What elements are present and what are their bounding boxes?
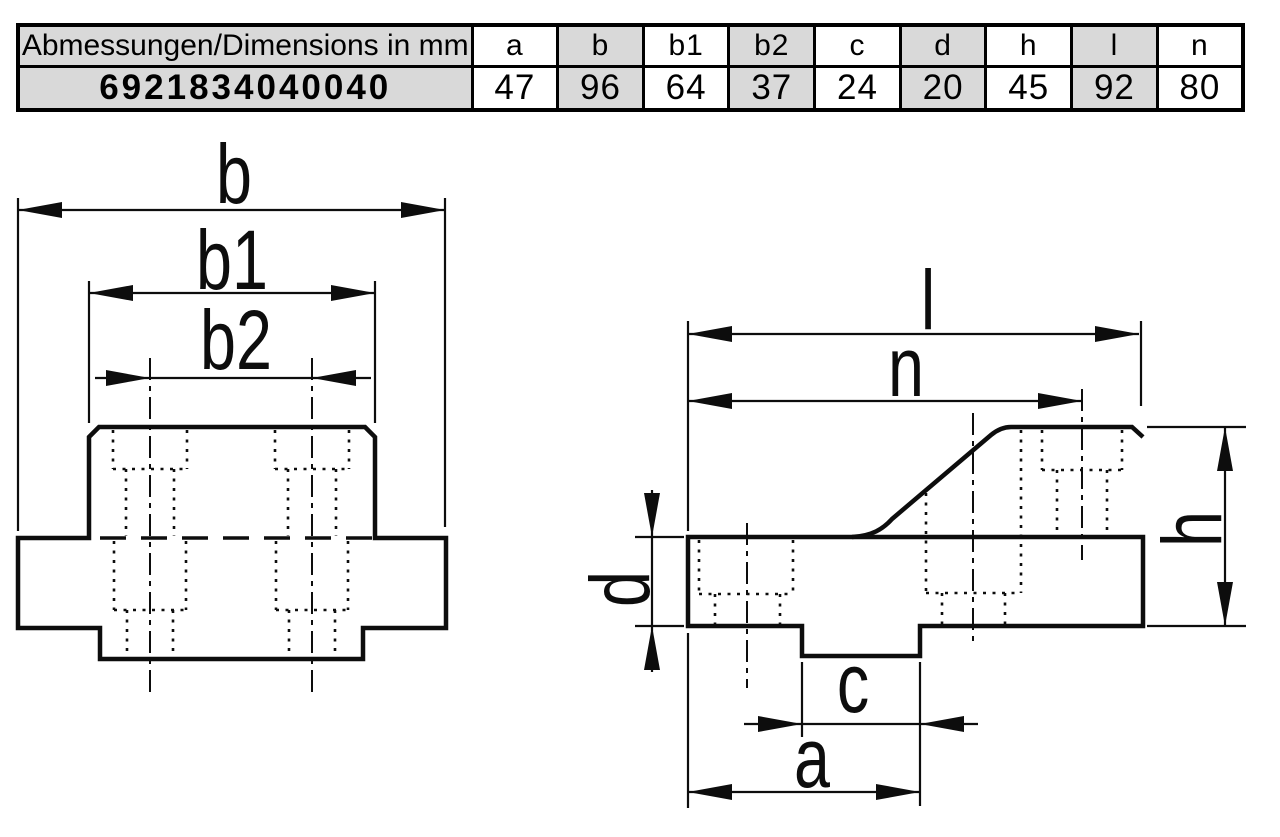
- dimension-b1: b1: [87, 213, 377, 423]
- dim-h-ticks: [1147, 425, 1246, 628]
- dimension-label-n: n: [888, 320, 924, 414]
- header-cell-b1: b1: [641, 23, 731, 68]
- value-cell-h: 45: [984, 65, 1074, 112]
- header-cell-l: l: [1070, 23, 1159, 68]
- side-view-drawing: l n h d: [573, 253, 1246, 808]
- header-cell-title: Abmessungen/Dimensions in mm: [16, 23, 474, 68]
- dim-b-arrowheads: [18, 202, 445, 218]
- side-thread-hidden-block-hole: [1040, 430, 1124, 535]
- table-header-row: Abmessungen/Dimensions in mm a b b1 b2 c…: [16, 23, 1245, 68]
- dimension-label-c: c: [837, 636, 869, 730]
- header-cell-b: b: [556, 23, 645, 68]
- front-thread-hidden-upper-left: [111, 430, 189, 536]
- header-cell-c: c: [813, 23, 902, 68]
- dimension-b2: b2: [95, 293, 371, 387]
- dimensions-table: Abmessungen/Dimensions in mm a b b1 b2 c…: [16, 23, 1245, 112]
- dimension-d: d: [573, 490, 684, 672]
- value-cell-a: 47: [470, 65, 560, 112]
- dimension-b: b: [16, 127, 447, 531]
- front-view-drawing: b b1 b2: [15, 127, 449, 692]
- dim-c-arrowheads: [758, 716, 964, 732]
- dimension-a: a: [686, 633, 920, 808]
- dim-n-arrowheads: [688, 393, 1082, 409]
- header-cell-b2: b2: [727, 23, 817, 68]
- dimension-label-d: d: [573, 571, 667, 607]
- dimension-label-a: a: [794, 711, 830, 805]
- value-cell-b2: 37: [727, 65, 817, 112]
- dim-d-ticks: [635, 535, 684, 628]
- header-cell-d: d: [898, 23, 988, 68]
- dimension-label-h: h: [1145, 511, 1239, 547]
- value-cell-d: 20: [898, 65, 988, 112]
- value-cell-b1: 64: [641, 65, 731, 112]
- header-cell-a: a: [470, 23, 560, 68]
- dimension-label-b: b: [216, 127, 252, 221]
- value-cell-c: 24: [813, 65, 902, 112]
- header-cell-h: h: [984, 23, 1074, 68]
- side-thread-hidden-hole-b: [924, 430, 1023, 624]
- dimension-label-b1: b1: [196, 213, 268, 307]
- value-cell-n: 80: [1155, 65, 1245, 112]
- dimension-label-l: l: [921, 253, 935, 347]
- dim-h-arrowheads: [1217, 427, 1233, 626]
- dimension-n: n: [688, 320, 1082, 414]
- front-part-outline: [15, 424, 449, 662]
- front-hole-centerlines: [149, 358, 313, 692]
- side-flange-outline: [685, 534, 1146, 659]
- side-hole-centerlines: [746, 389, 1083, 688]
- dim-l-extension-lines: [686, 321, 1143, 531]
- dimension-label-b2: b2: [200, 293, 272, 387]
- dim-b1-extension-lines: [87, 281, 377, 423]
- value-cell-b: 96: [556, 65, 645, 112]
- part-number-cell: 6921834040040: [16, 65, 474, 112]
- side-block-outline: [851, 424, 1145, 540]
- front-thread-hidden-upper-right: [273, 430, 351, 536]
- dimension-l: l: [686, 253, 1143, 531]
- table-data-row: 6921834040040 47 96 64 37 24 20 45 92 80: [16, 65, 1245, 112]
- dim-b-extension-lines: [16, 198, 447, 531]
- dim-d-arrowheads: [644, 493, 660, 670]
- dimension-h: h: [1145, 425, 1246, 628]
- header-cell-n: n: [1155, 23, 1245, 68]
- value-cell-l: 92: [1070, 65, 1159, 112]
- dimension-c: c: [744, 636, 978, 806]
